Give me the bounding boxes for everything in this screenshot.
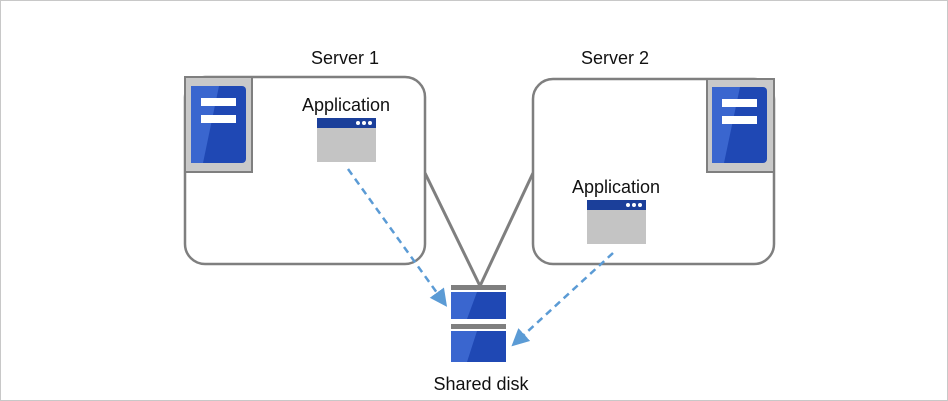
server2-app-window-icon xyxy=(587,200,646,244)
server2-icon xyxy=(706,78,775,173)
server2-label: Server 2 xyxy=(581,48,649,68)
server1-app-label: Application xyxy=(302,95,390,115)
server1-label: Server 1 xyxy=(311,48,379,68)
server1-icon xyxy=(184,76,253,173)
server1-app-window-icon xyxy=(317,118,376,162)
server1-disk-access-arrow xyxy=(346,168,448,307)
server2-disk-access-arrow xyxy=(511,252,614,347)
server2-app-label: Application xyxy=(572,177,660,197)
server2-connection-line xyxy=(478,172,535,287)
shared-disk-icon xyxy=(451,285,506,362)
server1-connection-line xyxy=(423,172,482,287)
shared-disk-label: Shared disk xyxy=(433,374,529,394)
